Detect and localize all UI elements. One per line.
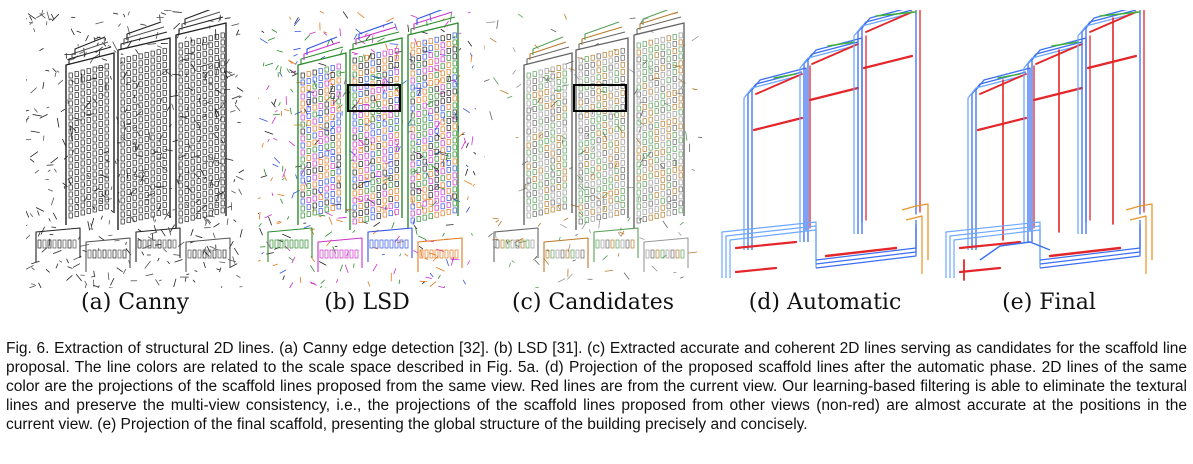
subcaption-final: (e) Final bbox=[1002, 290, 1096, 315]
figure-label: Fig. 6. bbox=[6, 340, 50, 357]
caption-text: Extraction of structural 2D lines. (a) C… bbox=[6, 340, 1188, 433]
subcaption-candidates: (c) Candidates bbox=[511, 290, 675, 315]
panel-candidates-image bbox=[484, 10, 702, 288]
panel-lsd-image bbox=[258, 10, 476, 288]
panel-candidates-drawing bbox=[484, 10, 702, 288]
panel-canny-image bbox=[26, 10, 244, 288]
figure-caption: Fig. 6. Extraction of structural 2D line… bbox=[6, 339, 1187, 434]
panel-automatic-image bbox=[716, 10, 934, 288]
subcaption-canny: (a) Canny bbox=[81, 290, 189, 315]
panel-automatic-drawing bbox=[721, 10, 929, 278]
subcaption-automatic: (d) Automatic bbox=[748, 290, 902, 315]
panel-canny-drawing bbox=[26, 10, 244, 288]
subcaption-lsd: (b) LSD bbox=[324, 290, 410, 315]
panel-final-image bbox=[940, 10, 1158, 288]
panel-lsd-drawing bbox=[258, 10, 476, 288]
panel-final-drawing bbox=[945, 10, 1153, 281]
